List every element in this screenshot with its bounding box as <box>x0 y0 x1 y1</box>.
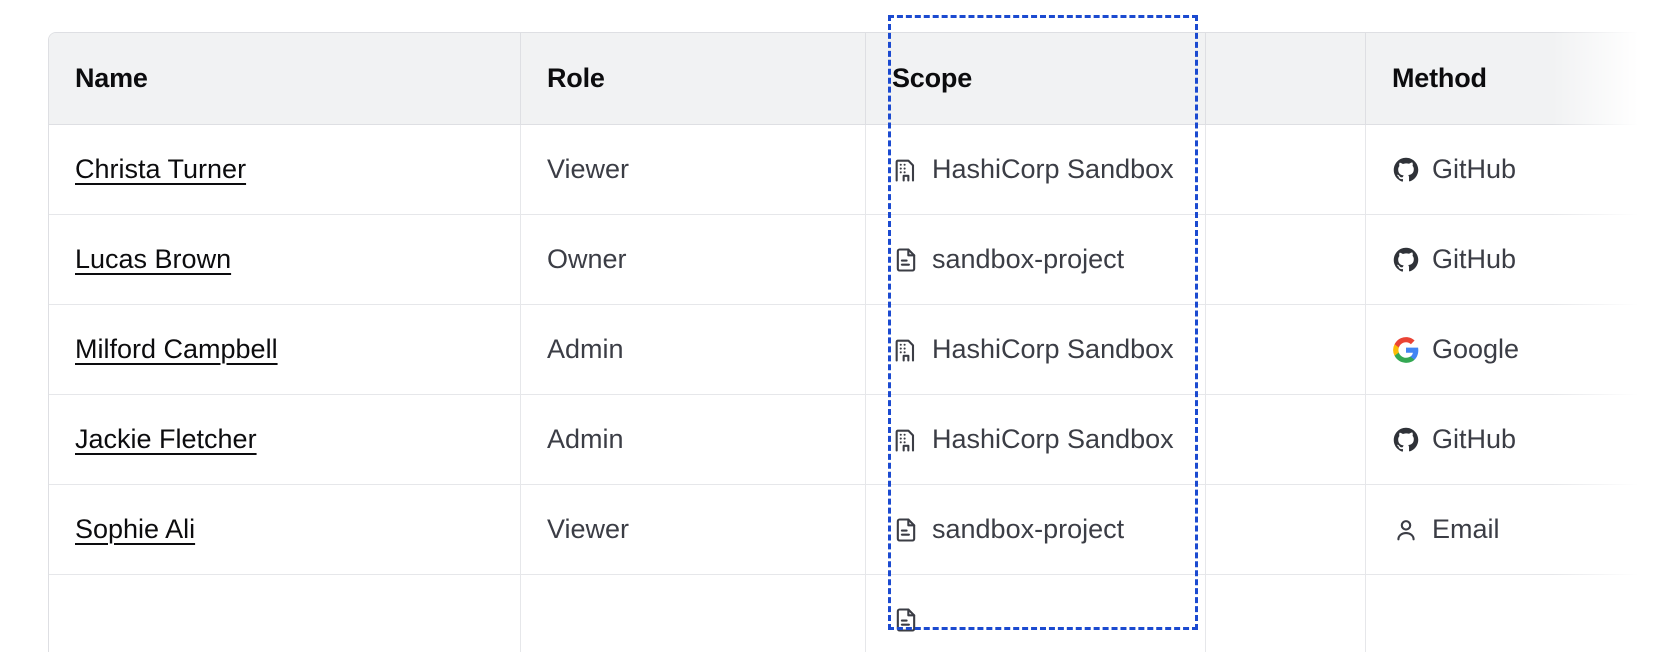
cell-blank <box>1206 395 1366 485</box>
user-name-link[interactable]: Lucas Brown <box>75 244 232 274</box>
cell-method <box>1366 575 1672 652</box>
cell-blank <box>1206 485 1366 575</box>
scope-label: sandbox-project <box>932 514 1125 544</box>
method-label: GitHub <box>1432 424 1517 454</box>
cell-method: GitHub <box>1366 215 1672 305</box>
cell-scope: HashiCorp Sandbox <box>866 305 1206 395</box>
user-person-icon <box>1392 516 1420 544</box>
table-row: Milford Campbell Admin <box>49 305 1672 395</box>
permissions-table-container: Name Role Scope Method Christa Turner Vi… <box>48 32 1672 652</box>
scope-label: HashiCorp Sandbox <box>932 334 1174 364</box>
cell-scope: HashiCorp Sandbox <box>866 125 1206 215</box>
organization-building-icon <box>892 426 920 454</box>
scope-label: HashiCorp Sandbox <box>932 154 1174 184</box>
organization-building-icon <box>892 156 920 184</box>
scope-label: sandbox-project <box>932 244 1125 274</box>
cell-role: Viewer <box>521 125 866 215</box>
table-header: Name Role Scope Method <box>49 33 1672 125</box>
github-icon <box>1392 246 1420 274</box>
table-header-row: Name Role Scope Method <box>49 33 1672 125</box>
column-header-role[interactable]: Role <box>521 33 866 125</box>
cell-name <box>49 575 521 652</box>
cell-role: Admin <box>521 305 866 395</box>
cell-role: Owner <box>521 215 866 305</box>
cell-role: Viewer <box>521 485 866 575</box>
method-label: Email <box>1432 514 1500 544</box>
table-row: Christa Turner Viewer <box>49 125 1672 215</box>
cell-name: Milford Campbell <box>49 305 521 395</box>
user-name-link[interactable]: Milford Campbell <box>75 334 278 364</box>
table-row: Jackie Fletcher Admin <box>49 395 1672 485</box>
method-label: GitHub <box>1432 154 1517 184</box>
cell-name: Christa Turner <box>49 125 521 215</box>
method-label: Google <box>1432 334 1520 364</box>
user-name-link[interactable]: Sophie Ali <box>75 514 196 544</box>
project-document-icon <box>892 246 920 274</box>
cell-name: Jackie Fletcher <box>49 395 521 485</box>
cell-role <box>521 575 866 652</box>
cell-name: Lucas Brown <box>49 215 521 305</box>
method-label: GitHub <box>1432 244 1517 274</box>
cell-method: Email <box>1366 485 1672 575</box>
organization-building-icon <box>892 336 920 364</box>
column-header-method[interactable]: Method <box>1366 33 1672 125</box>
cell-method: GitHub <box>1366 395 1672 485</box>
cell-scope: sandbox-project <box>866 215 1206 305</box>
column-header-name[interactable]: Name <box>49 33 521 125</box>
project-document-icon <box>892 516 920 544</box>
cell-role: Admin <box>521 395 866 485</box>
cell-scope <box>866 575 1206 652</box>
github-icon <box>1392 156 1420 184</box>
project-document-icon <box>892 606 920 634</box>
cell-scope: sandbox-project <box>866 485 1206 575</box>
cell-method: Google <box>1366 305 1672 395</box>
scope-label: HashiCorp Sandbox <box>932 424 1174 454</box>
github-icon <box>1392 426 1420 454</box>
cell-blank <box>1206 125 1366 215</box>
cell-blank <box>1206 215 1366 305</box>
column-header-blank <box>1206 33 1366 125</box>
cell-method: GitHub <box>1366 125 1672 215</box>
google-icon <box>1392 336 1420 364</box>
cell-scope: HashiCorp Sandbox <box>866 395 1206 485</box>
table-row: Lucas Brown Owner <box>49 215 1672 305</box>
user-name-link[interactable]: Jackie Fletcher <box>75 424 257 454</box>
column-header-scope[interactable]: Scope <box>866 33 1206 125</box>
cell-name: Sophie Ali <box>49 485 521 575</box>
cell-blank <box>1206 305 1366 395</box>
table-row <box>49 575 1672 652</box>
table-row: Sophie Ali Viewer <box>49 485 1672 575</box>
table-body: Christa Turner Viewer <box>49 125 1672 652</box>
user-name-link[interactable]: Christa Turner <box>75 154 247 184</box>
permissions-table: Name Role Scope Method Christa Turner Vi… <box>48 32 1672 652</box>
cell-blank <box>1206 575 1366 652</box>
